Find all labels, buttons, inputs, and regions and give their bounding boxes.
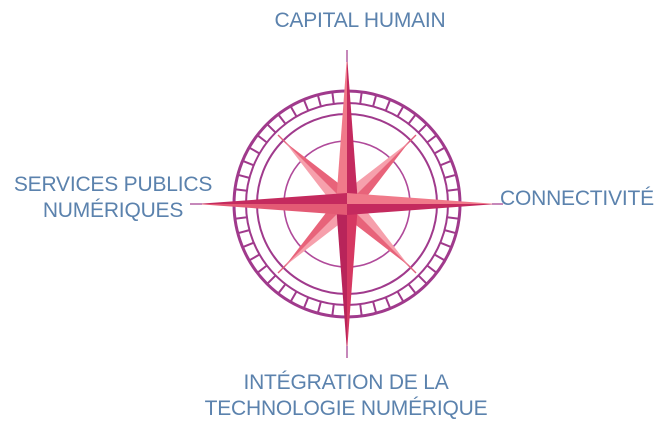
compass-tick [256, 264, 268, 274]
label-integration-technologie: INTÉGRATION DE LA TECHNOLOGIE NUMÉRIQUE [176, 370, 516, 422]
compass-tick [426, 134, 438, 144]
compass-tick [417, 123, 428, 134]
compass-tick [237, 229, 250, 235]
compass-tick [417, 274, 428, 285]
compass-tick [384, 296, 392, 309]
compass-axis-lines [190, 50, 503, 358]
compass-tick [446, 188, 460, 192]
compass-tick [234, 216, 248, 220]
compass-tick [302, 296, 310, 309]
compass-tick [316, 94, 322, 107]
compass-tick [407, 283, 417, 295]
compass-tick [316, 301, 322, 314]
compass-tick [384, 99, 392, 112]
compass-tick [439, 159, 452, 167]
compass-cardinal-points [196, 55, 497, 352]
compass-tick [434, 253, 446, 262]
compass-tick [372, 301, 378, 314]
compass-tick [256, 134, 268, 144]
compass-tick [277, 283, 287, 295]
compass-tick [289, 291, 298, 303]
compass-tick [248, 146, 260, 155]
compass-tick [407, 113, 417, 125]
compass-tick [439, 241, 452, 249]
label-integration-line1: INTÉGRATION DE LA [243, 371, 449, 394]
label-capital-humain-text: CAPITAL HUMAIN [274, 9, 446, 32]
label-services-line2: NUMÉRIQUES [42, 199, 184, 222]
compass-tick [444, 173, 457, 179]
compass-tick [331, 91, 335, 105]
label-integration-line2: TECHNOLOGIE NUMÉRIQUE [204, 397, 488, 420]
compass-tick [434, 146, 446, 155]
compass-tick [331, 303, 335, 317]
compass-tick [242, 241, 255, 249]
compass-ticks [234, 91, 460, 317]
label-services-line1: SERVICES PUBLICS [13, 173, 213, 196]
label-services-publics-numeriques: SERVICES PUBLICS NUMÉRIQUES [0, 172, 226, 224]
compass-tick [266, 123, 277, 134]
compass-tick [289, 105, 298, 117]
compass-tick [426, 264, 438, 274]
compass-tick [248, 253, 260, 262]
compass-tick [359, 303, 363, 317]
compass-tick [396, 291, 405, 303]
compass-tick [444, 229, 457, 235]
compass-tick [277, 113, 287, 125]
compass-tick [446, 216, 460, 220]
compass-tick [359, 91, 363, 105]
compass-tick [302, 99, 310, 112]
label-capital-humain: CAPITAL HUMAIN [200, 8, 520, 34]
compass-tick [237, 173, 250, 179]
compass-tick [234, 188, 248, 192]
compass-tick [372, 94, 378, 107]
label-connectivite-text: CONNECTIVITÉ [500, 187, 654, 210]
compass-tick [396, 105, 405, 117]
compass-tick [242, 159, 255, 167]
compass-tick [266, 274, 277, 285]
label-connectivite: CONNECTIVITÉ [500, 186, 671, 212]
